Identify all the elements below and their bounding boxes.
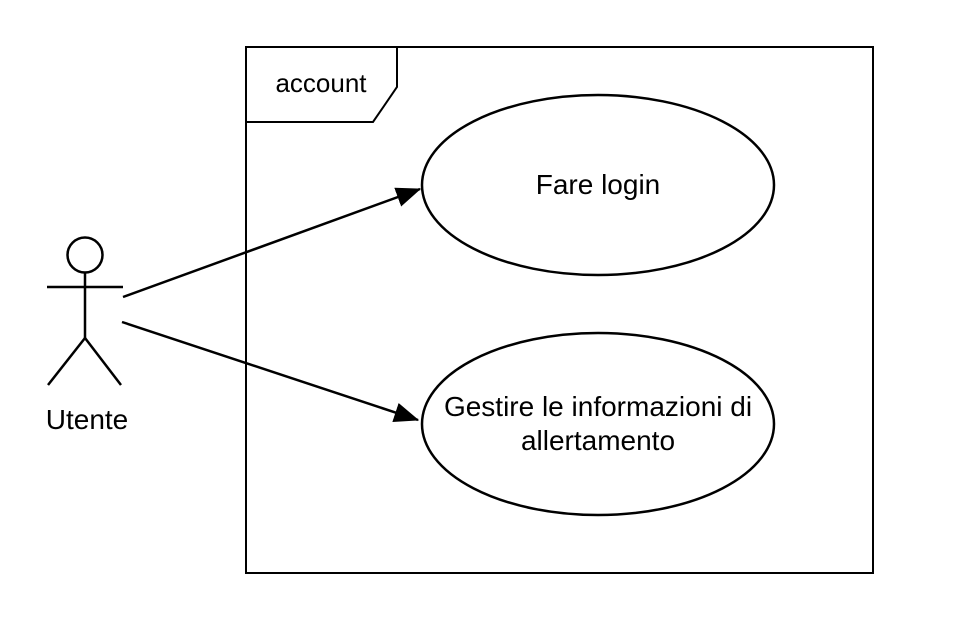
use-case-label-fare-login: Fare login	[535, 169, 661, 200]
use-case-label-line-2: allertamento	[520, 425, 676, 456]
association-arrow-fare-login	[122, 187, 422, 299]
frame-label: account	[275, 67, 367, 98]
actor-right-leg	[84, 337, 122, 386]
actor-figure	[47, 236, 123, 386]
actor-head	[66, 236, 104, 274]
system-boundary-frame	[245, 46, 874, 574]
use-case-label-gestire-informazioni: Gestire le informazioni di allertamento	[420, 333, 776, 515]
association-arrow-gestire-informazioni	[121, 320, 420, 423]
actor-label: Utente	[45, 404, 129, 435]
use-case-ellipse-fare-login	[420, 93, 776, 277]
frame-label-tab	[246, 47, 398, 123]
use-case-ellipse-gestire-informazioni	[420, 331, 776, 517]
use-case-label-line-1: Gestire le informazioni di	[443, 391, 753, 422]
actor-left-leg	[47, 337, 86, 386]
